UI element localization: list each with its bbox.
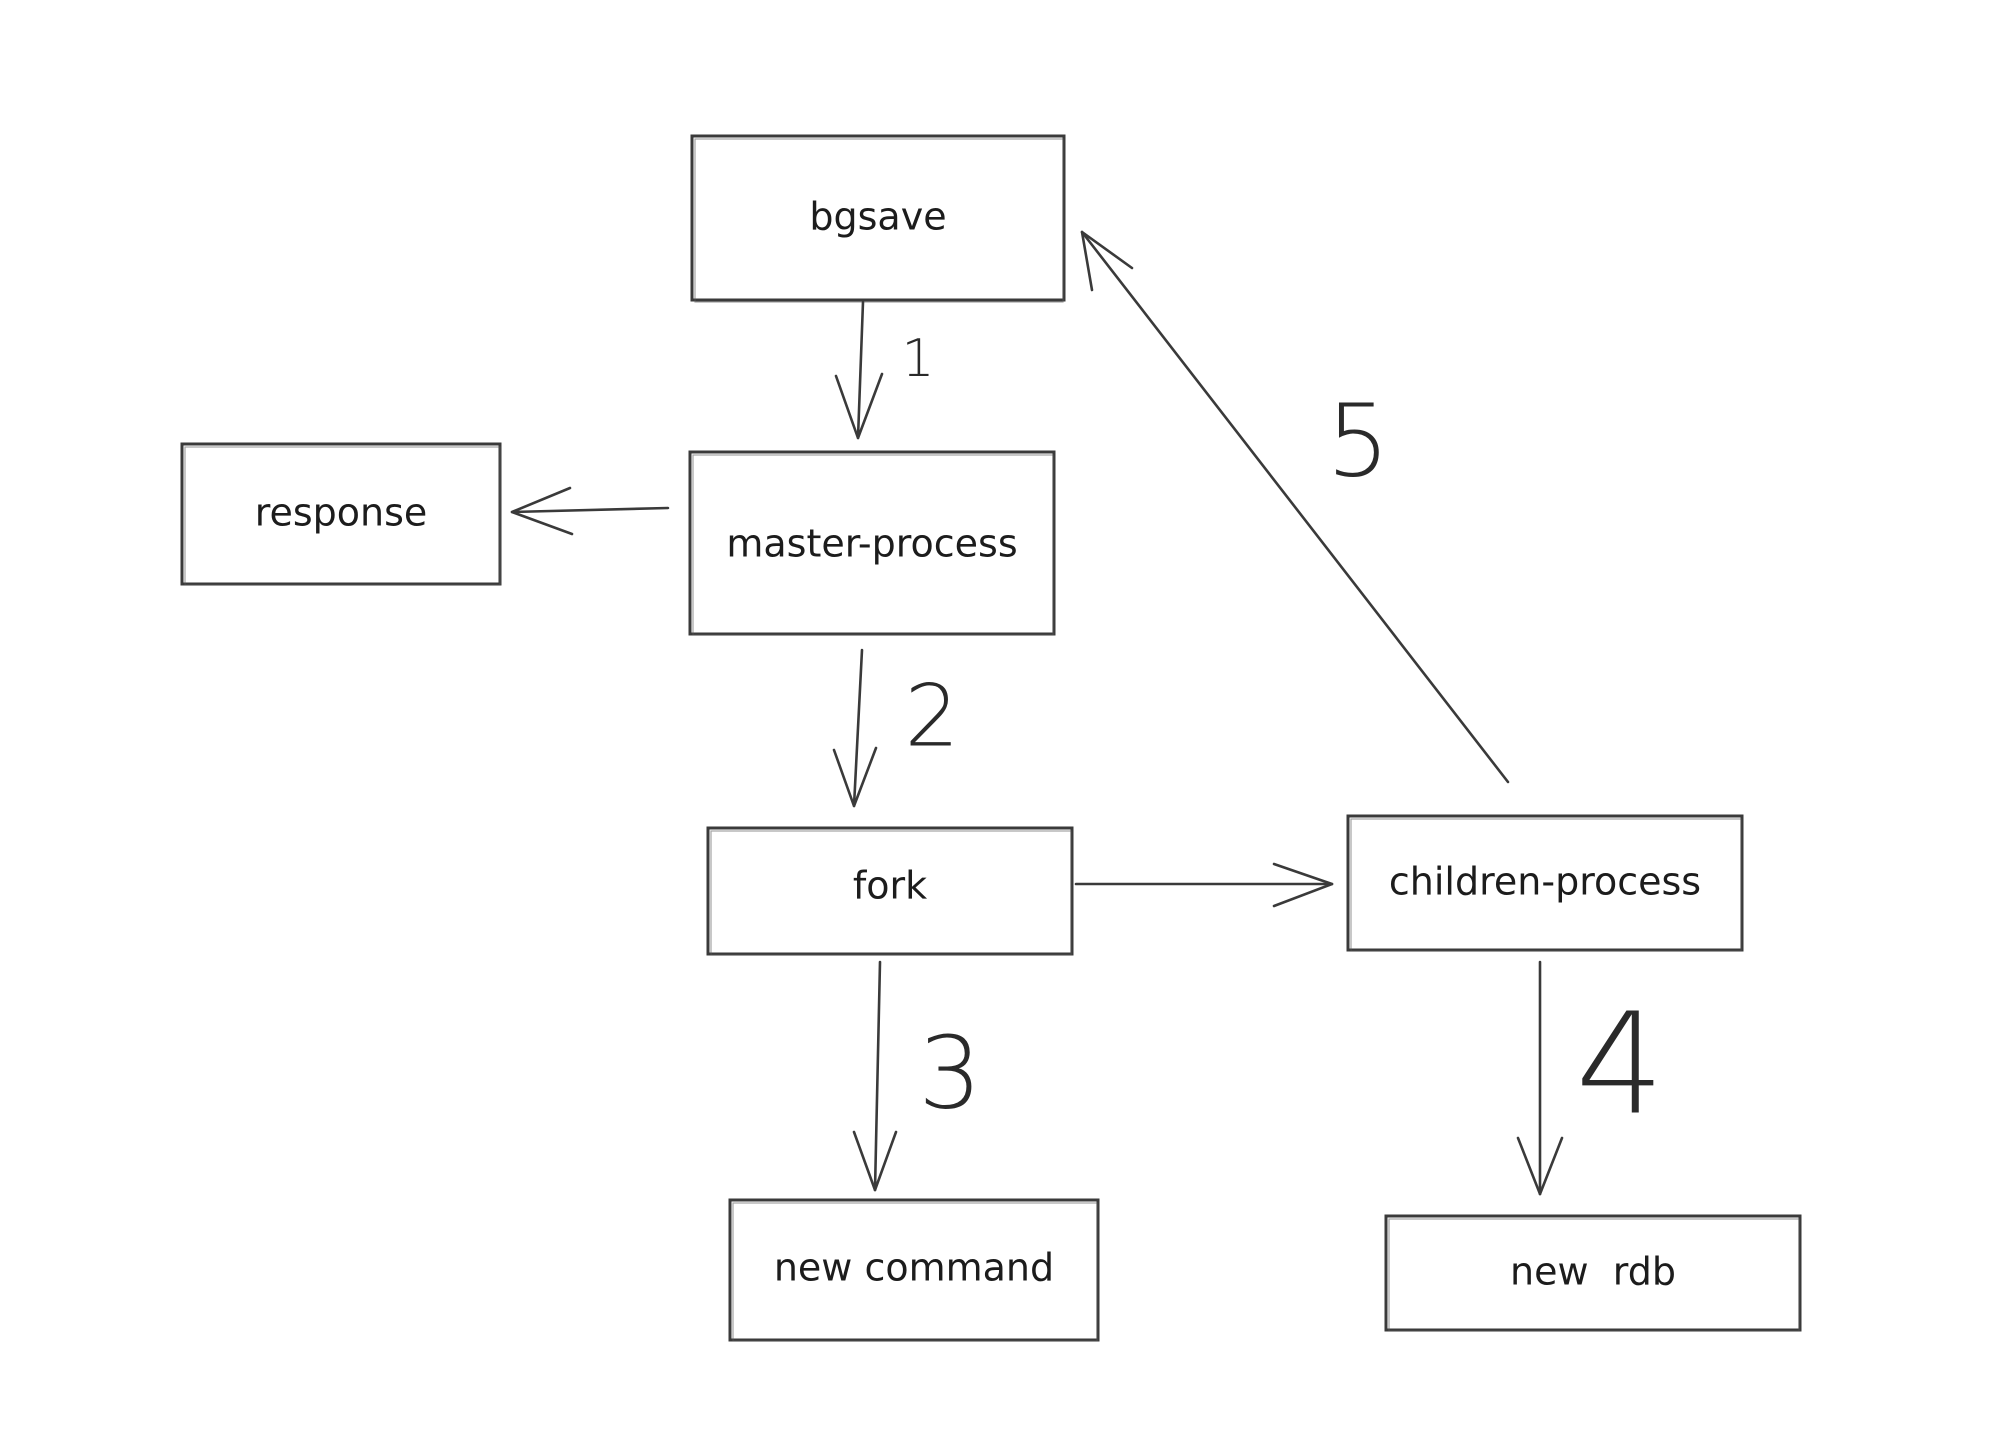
arrow-children-to-new-rdb (1516, 960, 1564, 1196)
step-label-5: 5 (1326, 382, 1390, 499)
node-new-rdb: new rdb (1384, 1214, 1802, 1332)
node-bgsave-label: bgsave (809, 195, 946, 239)
node-master-process: master-process (688, 450, 1056, 636)
node-fork: fork (706, 826, 1074, 956)
step-label-2: 2 (905, 667, 960, 767)
arrow-master-to-fork (832, 648, 878, 808)
node-bgsave: bgsave (690, 134, 1066, 303)
arrow-fork-to-children (1074, 862, 1334, 908)
arrow-master-to-response (510, 486, 670, 536)
node-new-command: new command (728, 1198, 1100, 1342)
step-label-4: 4 (1575, 984, 1664, 1147)
node-response-label: response (255, 491, 428, 535)
node-fork-label: fork (853, 864, 927, 908)
node-new-command-label: new command (774, 1246, 1054, 1290)
arrow-children-to-bgsave (1080, 230, 1510, 784)
step-label-3: 3 (918, 1014, 982, 1131)
arrow-bgsave-to-master (834, 300, 884, 440)
node-response: response (180, 442, 502, 586)
node-new-rdb-label: new rdb (1510, 1250, 1676, 1294)
step-label-1: 1 (901, 329, 934, 389)
node-children-process-label: children-process (1389, 860, 1701, 904)
arrow-fork-to-new-command (852, 960, 898, 1192)
node-children-process: children-process (1346, 814, 1744, 952)
node-master-process-label: master-process (726, 522, 1017, 566)
